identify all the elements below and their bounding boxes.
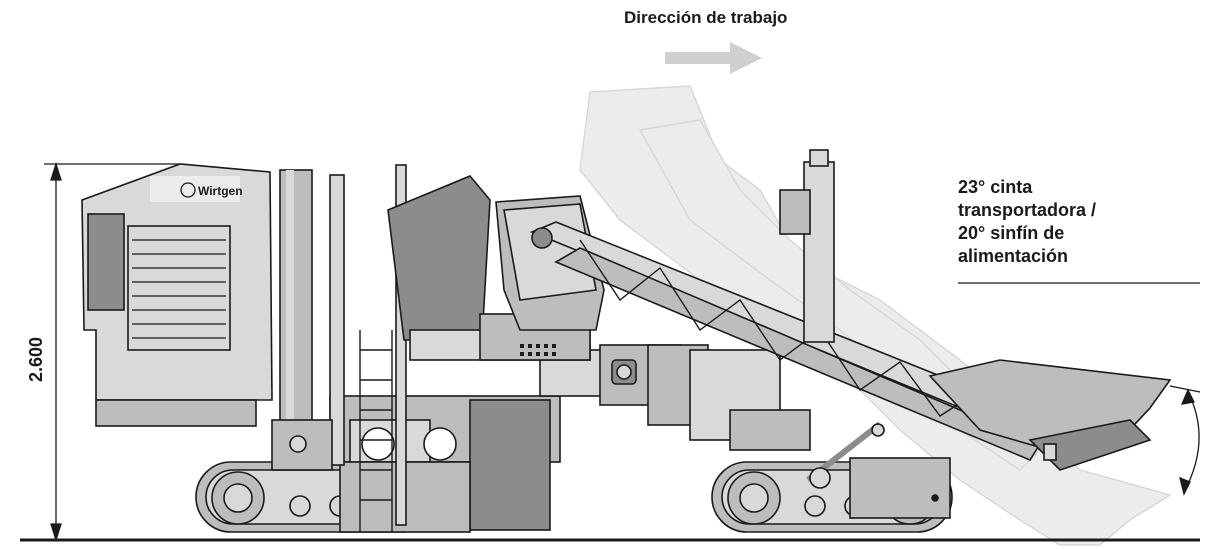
conveyor-angle-label: 23° cinta transportadora / 20° sinfín de… xyxy=(958,176,1096,268)
angle-label-line-4: alimentación xyxy=(958,246,1069,266)
discharge-chute xyxy=(928,359,1172,471)
access-ladder xyxy=(359,330,393,532)
working-direction-label: Dirección de trabajo xyxy=(624,8,788,27)
angle-label-line-1: 23° cinta xyxy=(958,177,1033,197)
vertical-columns xyxy=(271,164,407,526)
height-value-label: 2.600 xyxy=(26,337,46,382)
brand-logo: Wirtgen xyxy=(180,182,243,198)
front-mast xyxy=(779,149,835,343)
brand-logo-text: Wirtgen xyxy=(198,184,243,198)
angle-label-line-3: 20° sinfín de xyxy=(958,223,1065,243)
engine-housing xyxy=(81,163,273,427)
direction-arrow-icon xyxy=(665,42,762,74)
angle-label-line-2: transportadora / xyxy=(958,200,1097,220)
height-dimension xyxy=(44,161,180,543)
front-support xyxy=(806,421,951,519)
angle-indicator xyxy=(958,282,1201,496)
